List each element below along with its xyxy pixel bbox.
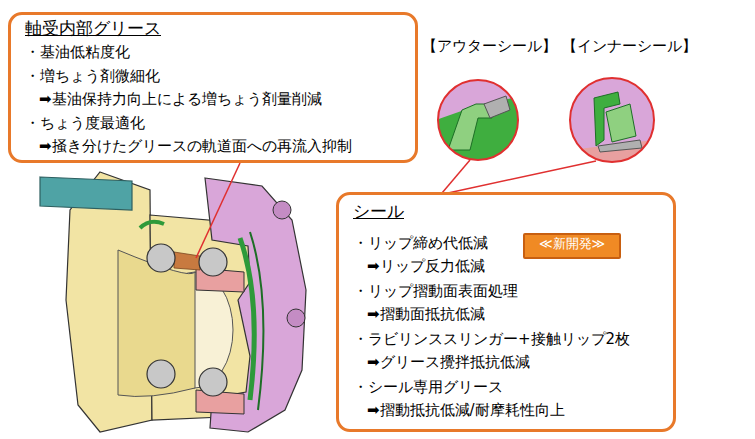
panel-text: ➡基油保持力向上による増ちょう剤量削減 bbox=[39, 88, 322, 110]
callout-panel: 軸受内部グリース・基油低粘度化・増ちょう剤微細化➡基油保持力向上による増ちょう剤… bbox=[8, 12, 418, 163]
inner-seal bbox=[250, 232, 263, 410]
ball bbox=[199, 248, 227, 276]
seal-label: 【インナーシール】 bbox=[562, 36, 697, 56]
bolt-hole bbox=[287, 309, 305, 327]
callout-panel: シール・リップ締め代低減➡リップ反力低減・リップ摺動面表面処理➡摺動面抵抗低減・… bbox=[336, 192, 676, 432]
inner-seal bbox=[240, 238, 254, 400]
panel-text: ➡摺動面抵抗低減 bbox=[367, 303, 485, 325]
panel-text: ➡リップ反力低減 bbox=[367, 255, 485, 277]
panel-text: ➡掻き分けたグリースの軌道面への再流入抑制 bbox=[39, 135, 352, 157]
panel-text: ・リップ摺動面表面処理 bbox=[353, 280, 518, 302]
leader-line bbox=[442, 160, 470, 193]
hub-bore-wall bbox=[118, 250, 195, 396]
bolt-hole bbox=[273, 201, 291, 219]
ball bbox=[147, 360, 175, 388]
panel-text: ・基油低粘度化 bbox=[25, 41, 130, 63]
hub-bolt bbox=[40, 177, 132, 210]
leader-line bbox=[196, 163, 240, 258]
grease bbox=[174, 252, 200, 270]
zoom-circle bbox=[438, 80, 518, 160]
panel-text: ➡グリース攪拌抵抗低減 bbox=[367, 351, 530, 373]
panel-text: ・ちょう度最適化 bbox=[25, 112, 145, 134]
zoom-circle bbox=[570, 78, 654, 162]
seal-label: 【アウターシール】 bbox=[422, 36, 557, 56]
panel-text: ≪新開発≫ bbox=[525, 235, 619, 253]
panel-heading: シール bbox=[353, 200, 404, 222]
panel-text: ・リップ締め代低減 bbox=[353, 232, 488, 254]
outer-seal bbox=[140, 222, 164, 228]
panel-text: ・ラビリンススリンガー+接触リップ2枚 bbox=[353, 328, 630, 350]
panel-text: ・シール専用グリース bbox=[353, 376, 503, 398]
ball bbox=[147, 244, 175, 272]
inner-seal-zoom bbox=[570, 78, 654, 162]
panel-text: ➡摺動抵抗低減/耐摩耗性向上 bbox=[367, 399, 565, 421]
new-development-badge: ≪新開発≫ bbox=[523, 233, 621, 259]
ball bbox=[199, 368, 227, 396]
panel-text: ・増ちょう剤微細化 bbox=[25, 65, 160, 87]
leader-line bbox=[448, 161, 596, 193]
panel-heading: 軸受内部グリース bbox=[25, 17, 161, 39]
outer-seal-zoom bbox=[436, 78, 520, 162]
